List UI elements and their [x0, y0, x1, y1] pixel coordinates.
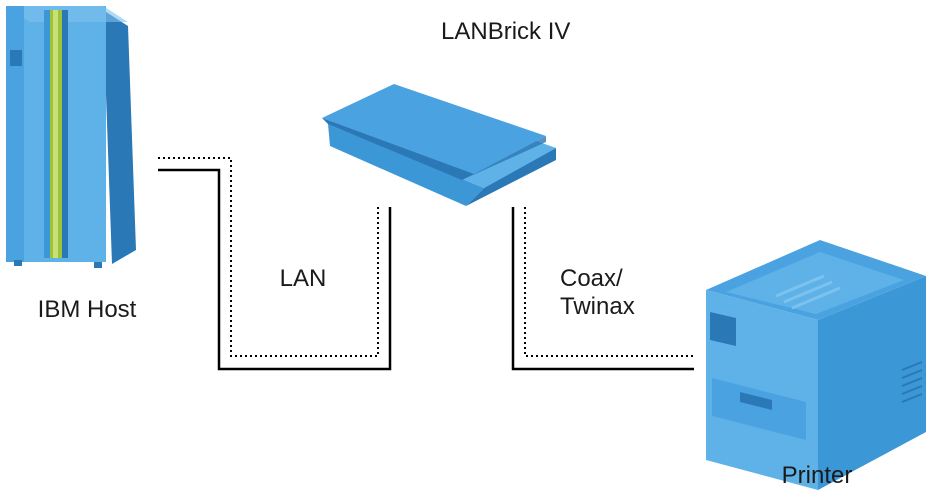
printer-icon	[706, 240, 926, 490]
host-label: IBM Host	[37, 296, 137, 323]
server-icon	[6, 6, 136, 268]
coax-twinax-connection	[511, 207, 694, 371]
coax-label-line2: Twinax	[560, 293, 635, 320]
device-label: LANBrick IV	[441, 18, 571, 45]
lan-connection	[158, 157, 392, 371]
lanbrick-device-icon	[322, 84, 556, 206]
coax-twinax-label: Coax/ Twinax	[560, 265, 635, 321]
coax-label-line1: Coax/	[560, 265, 623, 292]
printer-label: Printer	[781, 462, 853, 489]
lan-label: LAN	[279, 265, 327, 292]
